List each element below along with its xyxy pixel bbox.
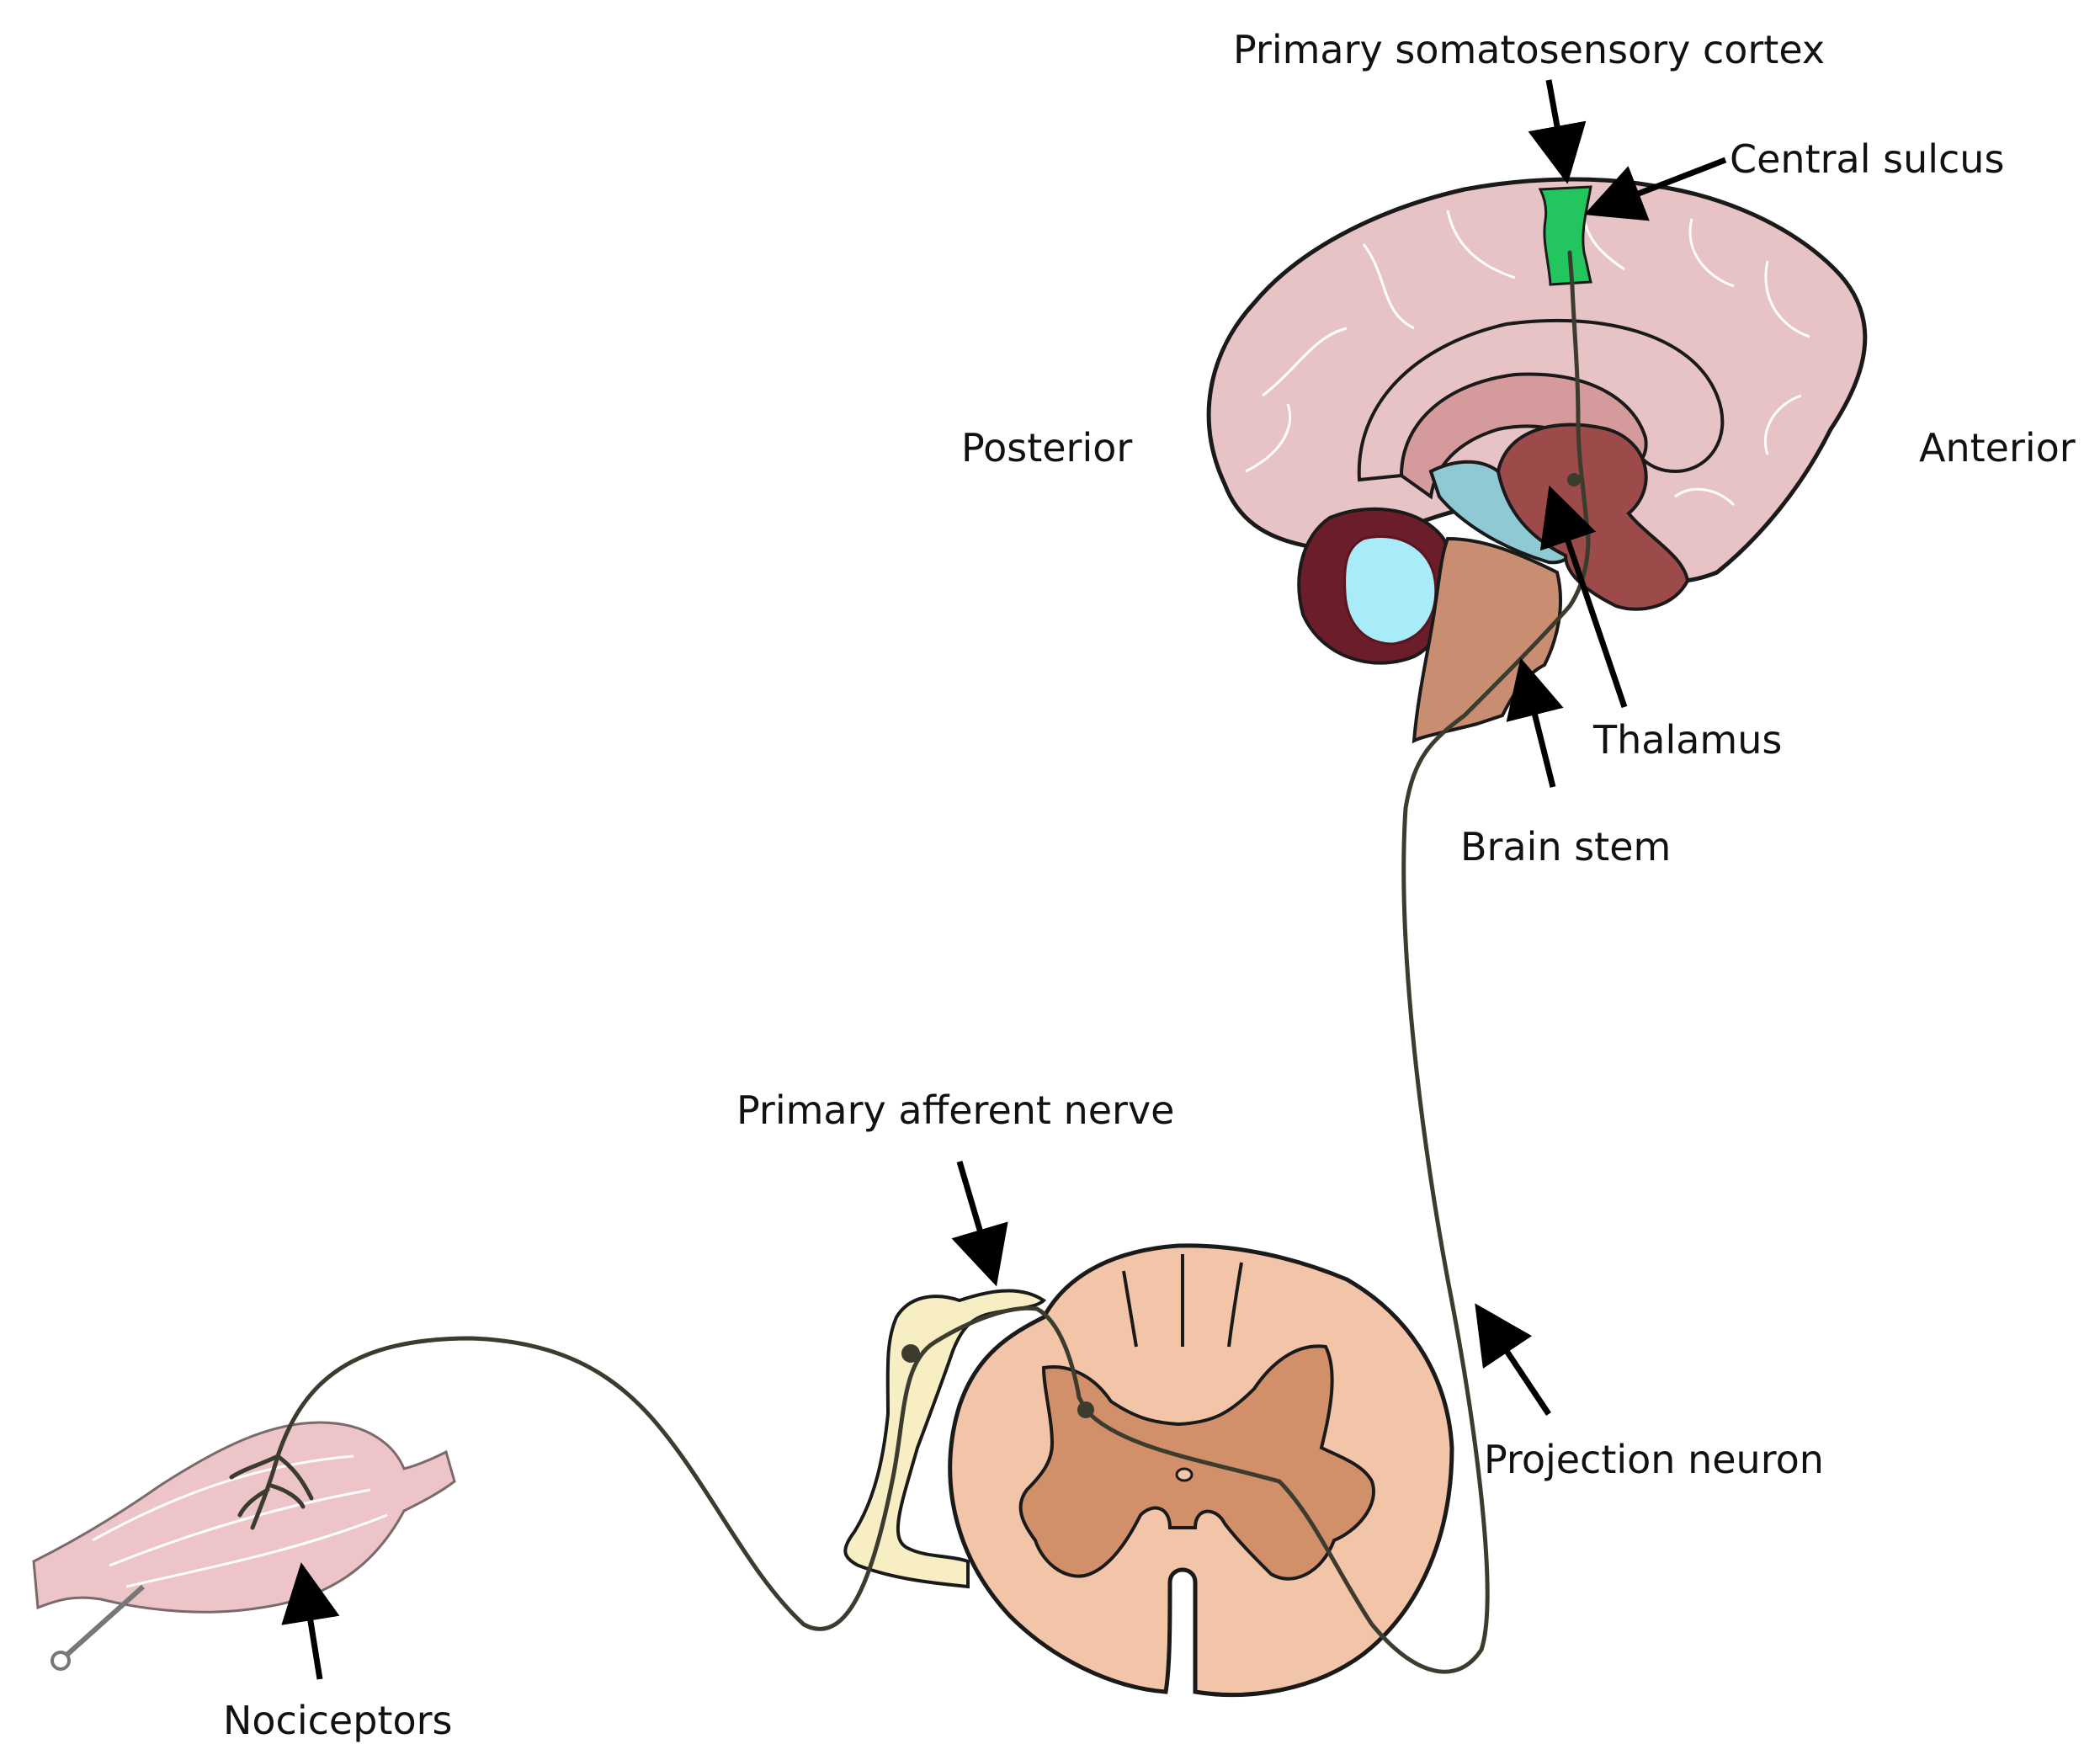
primary-somatosensory-cortex (1538, 185, 1592, 286)
label-nociceptors: Nociceptors (223, 1698, 452, 1743)
spinal-cord (843, 1243, 1454, 1697)
arrow-brain-stem (1506, 657, 1564, 788)
dorsal-septum-lines (1122, 1254, 1243, 1348)
ganglion-neuron-body (901, 1344, 920, 1363)
dorsal-root-ganglion (843, 1289, 1047, 1589)
central-canal (1175, 1467, 1194, 1482)
muscle-fiber-lines (92, 1454, 388, 1588)
needle (61, 1584, 146, 1661)
arrow-central-sulcus (1583, 157, 1727, 221)
nociceptor-branch (250, 1454, 280, 1530)
label-posterior: Posterior (961, 425, 1132, 471)
brain-stem (1412, 536, 1563, 744)
arrow-nociceptors (281, 1562, 340, 1680)
label-thalamus: Thalamus (1592, 717, 1782, 763)
arrow-thalamus (1539, 485, 1628, 709)
arrow-primary-afferent (951, 1161, 1008, 1287)
muscle-body (32, 1421, 456, 1614)
label-primary-afferent-nerve: Primary afferent nerve (736, 1087, 1174, 1133)
cerebellum-arbor-vitae (1343, 534, 1438, 646)
needle-head (51, 1651, 71, 1671)
label-projection-neuron: Projection neuron (1484, 1437, 1824, 1482)
thalamic-neuron-body (1567, 473, 1581, 487)
label-brain-stem: Brain stem (1460, 824, 1671, 869)
arrow-projection-neuron (1475, 1303, 1551, 1416)
primary-afferent-fiber (275, 1305, 1088, 1631)
label-central-sulcus: Central sulcus (1730, 136, 2004, 182)
muscle (32, 1421, 456, 1671)
label-primary-somatosensory-cortex: Primary somatosensory cortex (1233, 27, 1825, 72)
labels: Primary somatosensory cortex Central sul… (223, 27, 2076, 1743)
label-anterior: Anterior (1919, 425, 2076, 471)
brain (1206, 177, 1868, 744)
arrow-somatosensory (1528, 79, 1587, 184)
gyri-lines (1245, 201, 1810, 507)
spinal-cord-grey-matter (1018, 1344, 1375, 1581)
arrows (281, 79, 1727, 1680)
